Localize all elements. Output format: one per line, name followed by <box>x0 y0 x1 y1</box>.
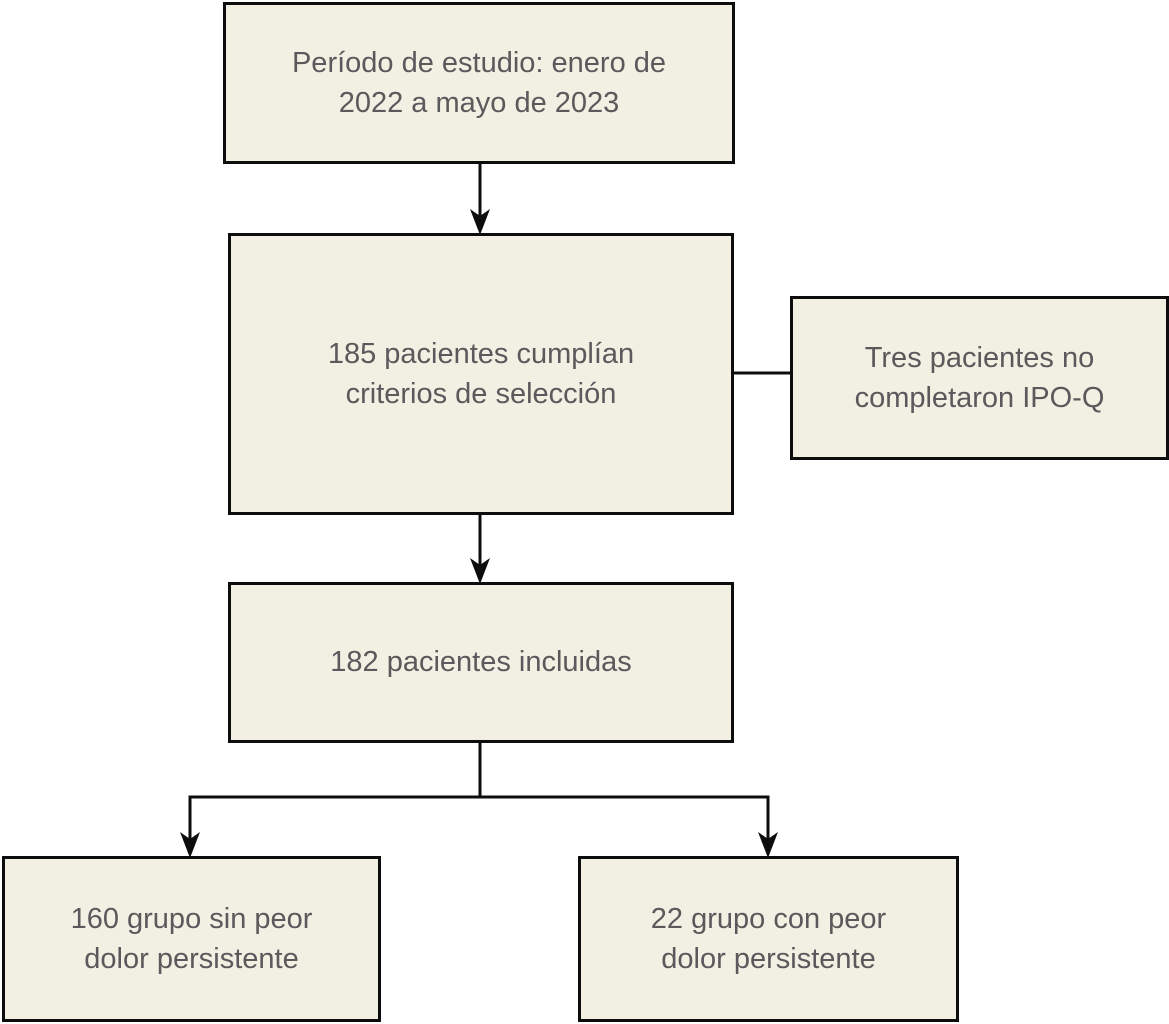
connector-study-period-to-eligible <box>470 164 490 235</box>
node-excluded-label: Tres pacientes no completaron IPO-Q <box>854 341 1105 414</box>
node-study-period-label: Período de estudio: enero de 2022 a mayo… <box>291 46 667 119</box>
node-included-label: 182 pacientes incluidas <box>330 646 632 679</box>
node-study-period: Período de estudio: enero de 2022 a mayo… <box>223 2 735 164</box>
node-group-with-label: 22 grupo con peor dolor persistente <box>650 902 887 975</box>
node-eligible: 185 pacientes cumplían criterios de sele… <box>228 233 734 515</box>
node-included: 182 pacientes incluidas <box>228 582 734 743</box>
arrowhead-down-icon <box>180 832 200 858</box>
arrowhead-down-icon <box>758 832 778 858</box>
connector-eligible-to-included <box>470 514 490 584</box>
arrowhead-down-icon <box>470 558 490 584</box>
arrowhead-down-icon <box>470 209 490 235</box>
node-group-without-worse-pain: 160 grupo sin peor dolor persistente <box>2 856 381 1022</box>
connector-included-branch <box>180 742 778 858</box>
node-group-with-worse-pain: 22 grupo con peor dolor persistente <box>578 856 959 1022</box>
node-group-without-label: 160 grupo sin peor dolor persistente <box>70 902 313 975</box>
node-excluded: Tres pacientes no completaron IPO-Q <box>790 296 1169 460</box>
node-eligible-label: 185 pacientes cumplían criterios de sele… <box>327 337 635 410</box>
